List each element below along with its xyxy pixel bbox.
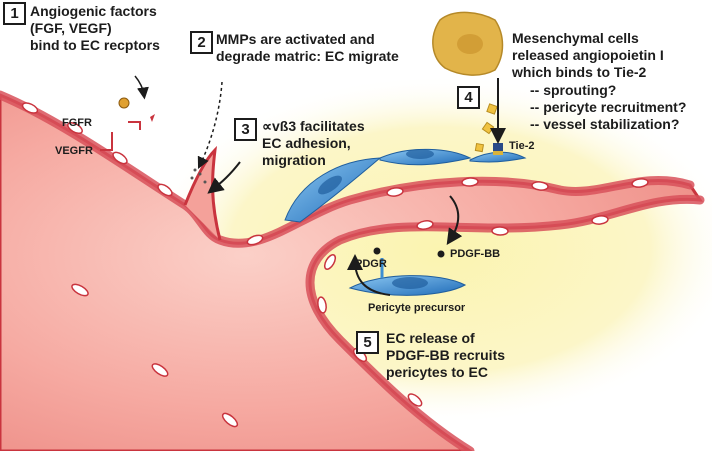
step-2-label: MMPs are activated and degrade matric: E… — [216, 31, 399, 65]
step-5-line-3: pericytes to EC — [386, 364, 505, 381]
step-4-label: Mesenchymal cells released angiopoietin … — [512, 30, 664, 81]
vegfr-label: VEGFR — [55, 145, 93, 158]
mesenchymal-nucleus — [457, 34, 483, 54]
pericyte-precursor-label: Pericyte precursor — [368, 302, 465, 315]
step-4-bullet-2: -- pericyte recruitment? — [530, 99, 686, 116]
step-2-line-2: degrade matric: EC migrate — [216, 48, 399, 65]
step-1-line-1: Angiogenic factors — [30, 3, 160, 20]
step-4-line-1: Mesenchymal cells — [512, 30, 664, 47]
step-2-number: 2 — [190, 31, 213, 54]
step-4-bullet-3: -- vessel stabilization? — [530, 116, 686, 133]
angiogenic-factor — [119, 98, 129, 108]
fgfr-label: FGFR — [62, 117, 92, 130]
step-1-line-3: bind to EC recptors — [30, 37, 160, 54]
step-3-label: ∝vß3 facilitates EC adhesion, migration — [262, 118, 365, 169]
pericyte-nucleus — [392, 277, 428, 289]
tie2-receptor — [493, 143, 503, 155]
fgfr-receptor — [128, 122, 140, 130]
step-5-label: EC release of PDGF-BB recruits pericytes… — [386, 330, 505, 381]
pdgr-label: PDGR — [355, 258, 387, 271]
arrow-step1 — [135, 76, 144, 95]
pdgf-bb-dot-1 — [374, 248, 381, 255]
step-4-bullet-1: -- sprouting? — [530, 82, 686, 99]
step-5-line-1: EC release of — [386, 330, 505, 347]
step-3-line-2: EC adhesion, — [262, 135, 365, 152]
tie2-label: Tie-2 — [509, 140, 534, 153]
step-3-line-3: migration — [262, 152, 365, 169]
pdgf-bb-dot-2 — [438, 251, 445, 258]
step-2-line-1: MMPs are activated and — [216, 31, 399, 48]
step-5-line-2: PDGF-BB recruits — [386, 347, 505, 364]
pdgf-bb-label: PDGF-BB — [450, 248, 500, 261]
step-4-line-2: released angiopoietin I — [512, 47, 664, 64]
step-1-number: 1 — [3, 2, 26, 25]
factor-arrow — [150, 114, 155, 122]
step-3-line-1: ∝vß3 facilitates — [262, 118, 365, 135]
step-3-number: 3 — [234, 118, 257, 141]
step-1-line-2: (FGF, VEGF) — [30, 20, 160, 37]
step-4-bullets: -- sprouting? -- pericyte recruitment? -… — [530, 82, 686, 133]
step-5-number: 5 — [356, 331, 379, 354]
step-4-number: 4 — [457, 86, 480, 109]
step-4-line-3: which binds to Tie-2 — [512, 64, 664, 81]
step-1-label: Angiogenic factors (FGF, VEGF) bind to E… — [30, 3, 160, 54]
